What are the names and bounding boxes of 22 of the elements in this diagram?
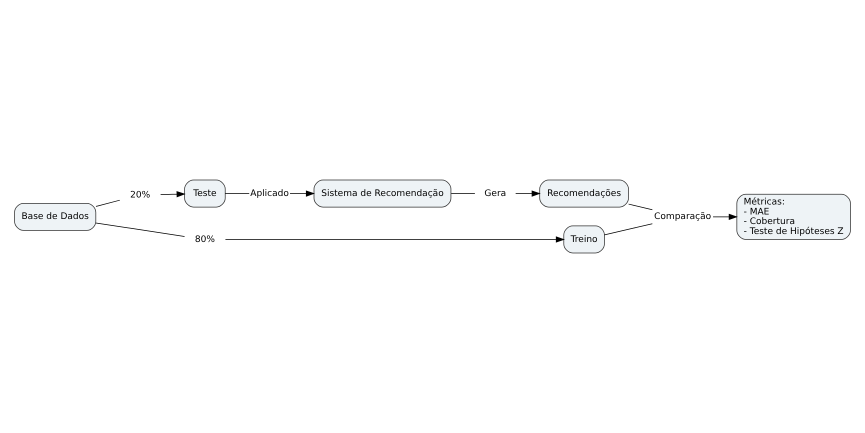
connector: [628, 204, 653, 210]
arrow: [290, 190, 315, 197]
connector: [450, 193, 476, 194]
connector: [604, 223, 653, 236]
arrow: [225, 236, 565, 243]
node-text: Comparação: [654, 212, 712, 222]
node-box: Base de Dados: [14, 202, 96, 231]
node-text: 80%: [194, 234, 215, 245]
connector: [96, 200, 120, 207]
arrow: [515, 190, 541, 197]
node-text: 20%: [130, 190, 150, 200]
connector: [95, 222, 185, 237]
arrow: [712, 214, 738, 220]
arrow: [160, 191, 186, 198]
node-box: Recomendações: [539, 180, 629, 208]
connector: [224, 193, 250, 194]
node-box: Métricas: - MAE - Cobertura - Teste de Hipóteses Z: [736, 194, 851, 240]
node-text: Aplicado: [250, 188, 289, 199]
node-box: Sistema de Recomendação: [314, 180, 452, 208]
node-box: Teste: [184, 180, 226, 208]
node-text: Gera: [484, 188, 506, 199]
node-box: Treino: [563, 226, 605, 254]
